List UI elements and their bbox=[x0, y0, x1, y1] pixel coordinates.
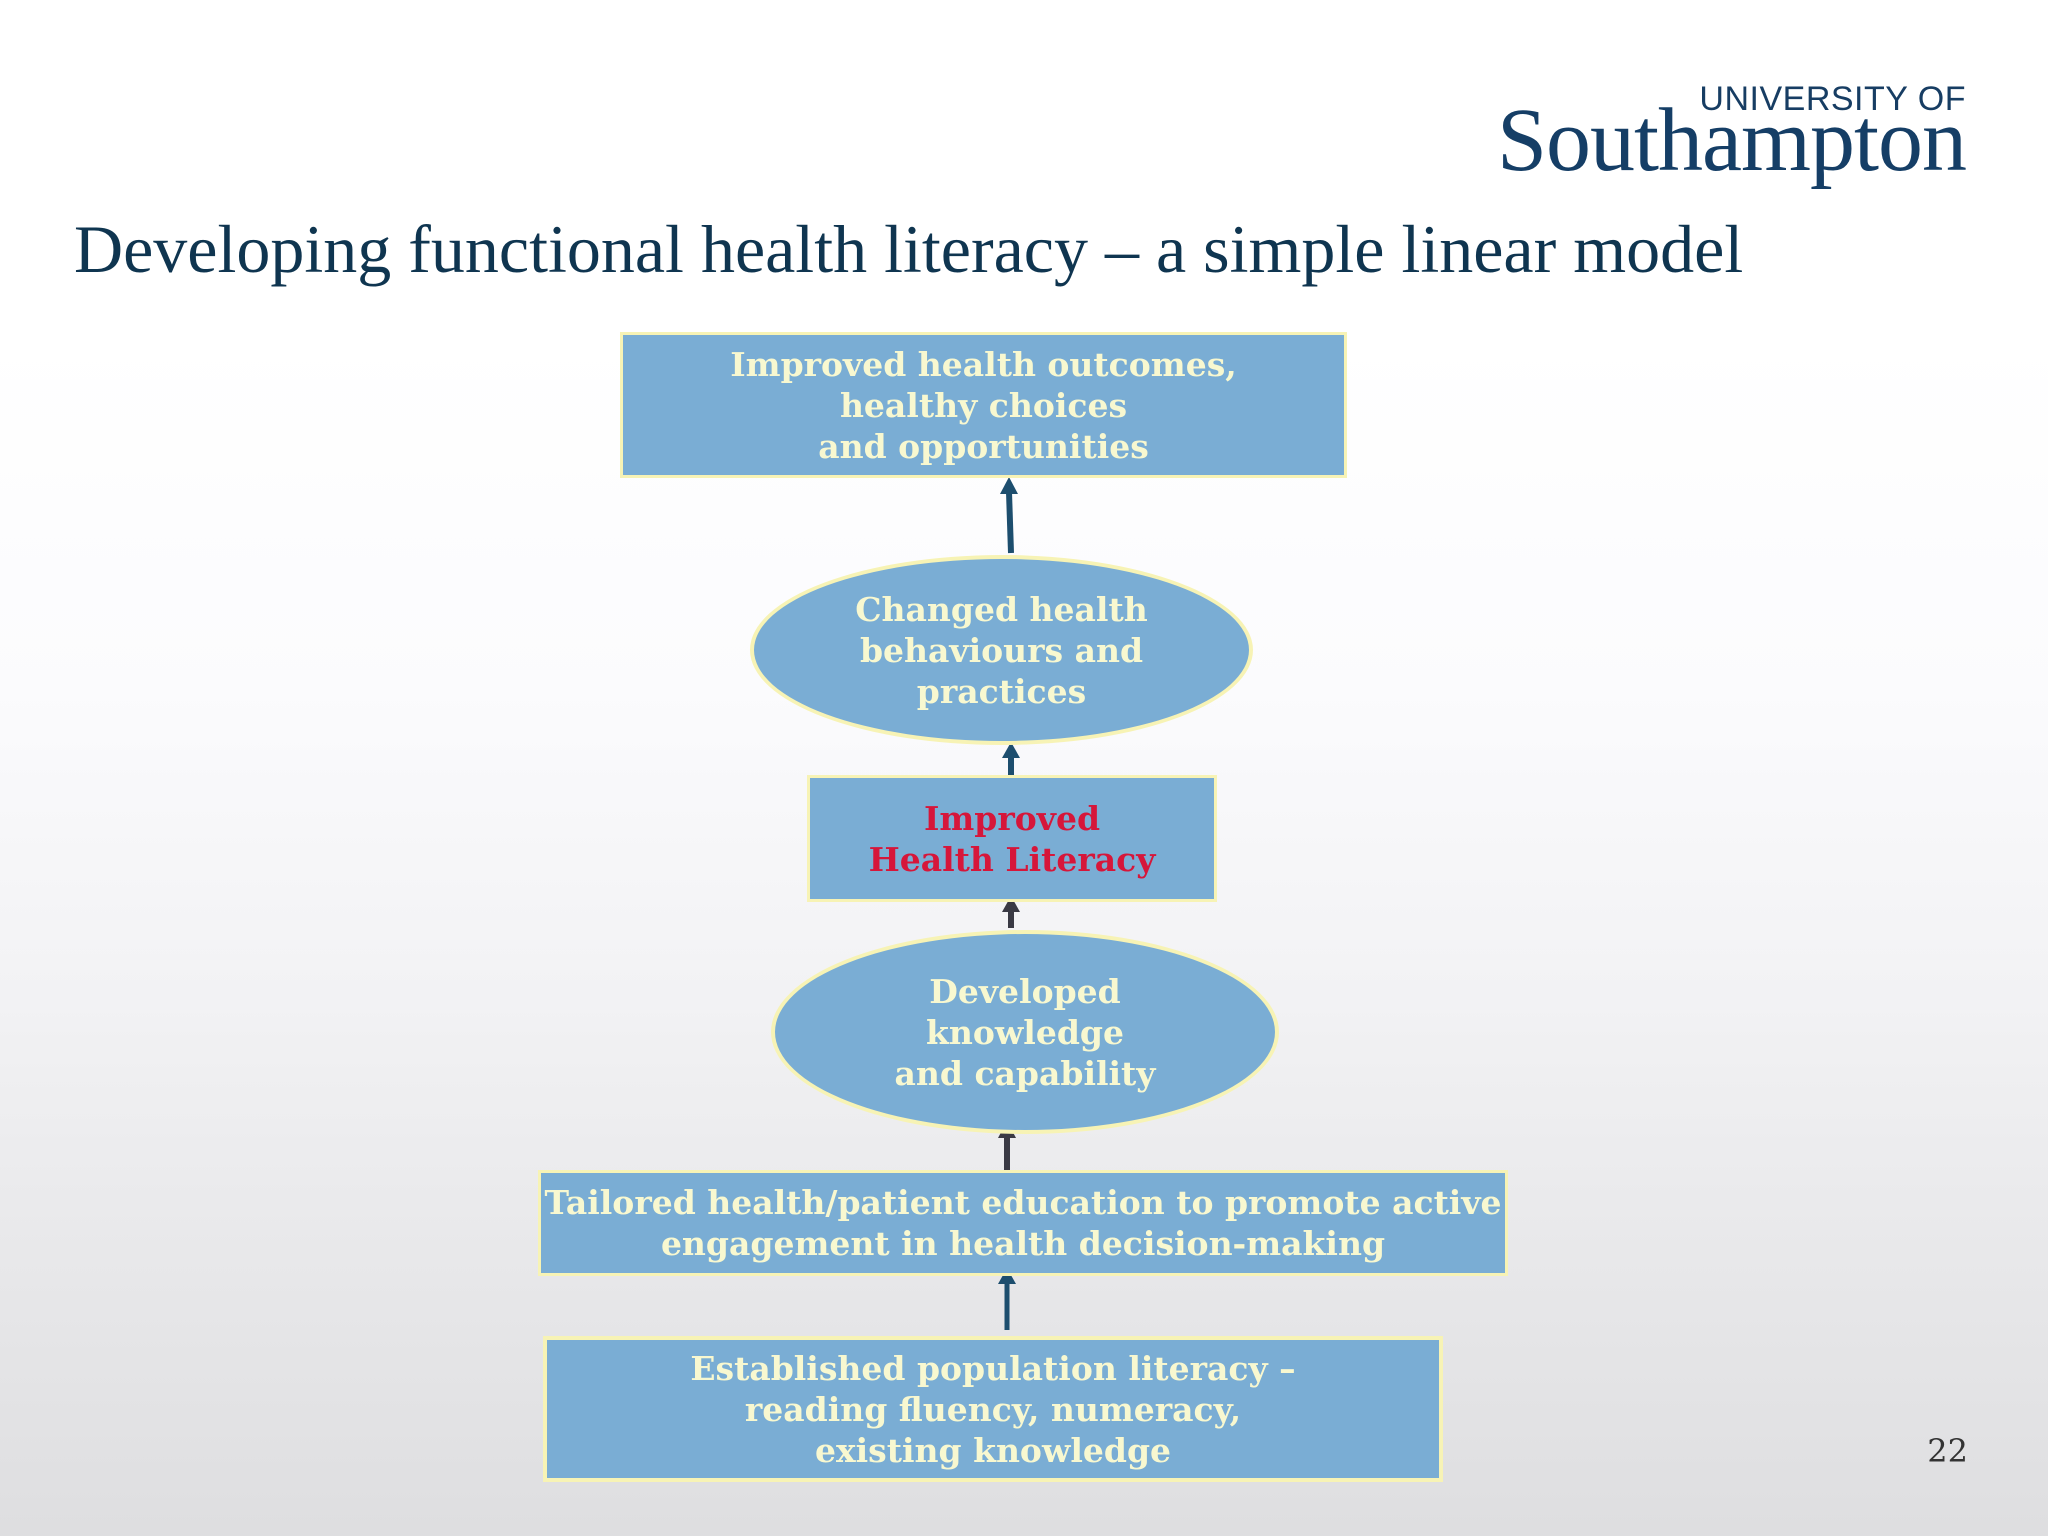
node-established-population-literacy: Established population literacy – readin… bbox=[543, 1336, 1443, 1482]
node-improved-health-outcomes: Improved health outcomes, healthy choice… bbox=[620, 332, 1347, 478]
logo-university-of-text: UNIVERSITY OF bbox=[1699, 80, 1966, 118]
node-label: Changed health behaviours and practices bbox=[855, 589, 1148, 711]
slide-title: Developing functional health literacy – … bbox=[74, 211, 1744, 287]
arrow-health-literacy-to-behaviours bbox=[1002, 742, 1020, 775]
arrow-population-to-education bbox=[998, 1268, 1016, 1330]
node-label: Established population literacy – readin… bbox=[690, 1348, 1296, 1470]
node-tailored-education: Tailored health/patient education to pro… bbox=[538, 1170, 1508, 1276]
node-label: Improved Health Literacy bbox=[868, 798, 1156, 879]
arrow-behaviours-to-outcomes bbox=[1000, 477, 1018, 554]
page-number: 22 bbox=[1927, 1432, 1968, 1470]
logo-southampton-text: Southampton bbox=[1496, 91, 1967, 190]
node-label: Developed knowledge and capability bbox=[894, 971, 1156, 1093]
node-developed-knowledge: Developed knowledge and capability bbox=[771, 930, 1279, 1134]
node-changed-health-behaviours: Changed health behaviours and practices bbox=[750, 555, 1253, 745]
node-label: Improved health outcomes, healthy choice… bbox=[730, 344, 1237, 466]
node-label: Tailored health/patient education to pro… bbox=[544, 1183, 1502, 1263]
university-logo: UNIVERSITY OF Southampton bbox=[1446, 80, 1967, 192]
node-improved-health-literacy: Improved Health Literacy bbox=[807, 775, 1217, 902]
